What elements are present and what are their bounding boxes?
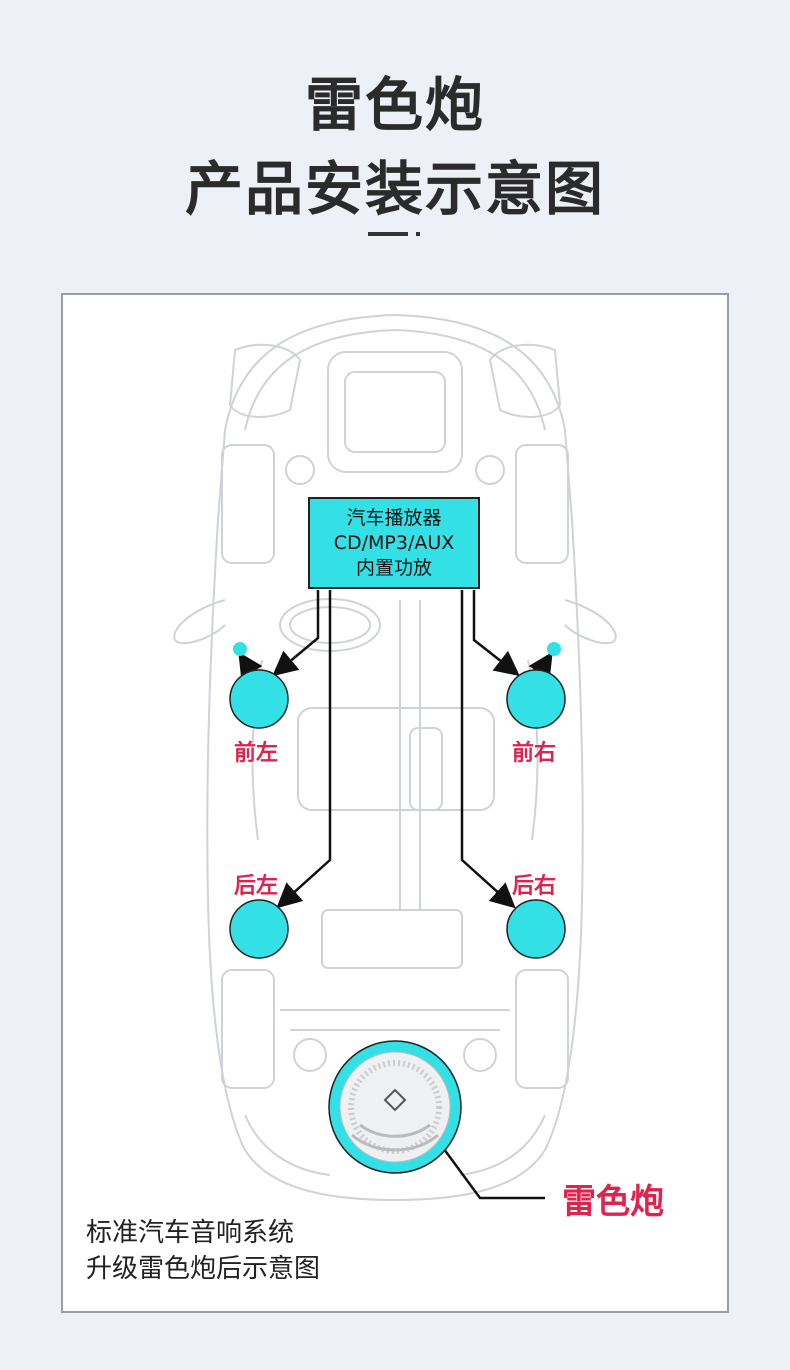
label-rear-right: 后右 [512,874,557,899]
player-line2: CD/MP3/AUX [333,531,455,554]
caption-line2: 升级雷色炮后示意图 [86,1254,321,1284]
label-front-left: 前左 [234,741,279,766]
tweeter-right [547,642,561,656]
subwoofer-label: 雷色炮 [562,1182,664,1222]
car-body-outline [173,313,617,1202]
title-divider-dot [416,232,420,236]
speaker-front-right [506,669,566,729]
title-divider [368,232,408,236]
subwoofer-graphic [328,1040,462,1174]
tweeter-left [233,642,247,656]
player-line3: 内置功放 [355,556,432,579]
player-line1: 汽车播放器 [346,506,442,529]
speaker-rear-right [506,899,566,959]
speaker-front-left [229,669,289,729]
label-rear-left: 后左 [234,874,279,899]
page-title-line2: 产品安装示意图 [184,155,605,223]
car-player-box: 汽车播放器 CD/MP3/AUX 内置功放 [308,497,480,589]
label-front-right: 前右 [512,741,557,766]
caption-line1: 标准汽车音响系统 [86,1218,295,1248]
speaker-wires [238,590,553,1200]
speaker-rear-left [229,899,289,959]
page-title-line1: 雷色炮 [304,71,485,139]
